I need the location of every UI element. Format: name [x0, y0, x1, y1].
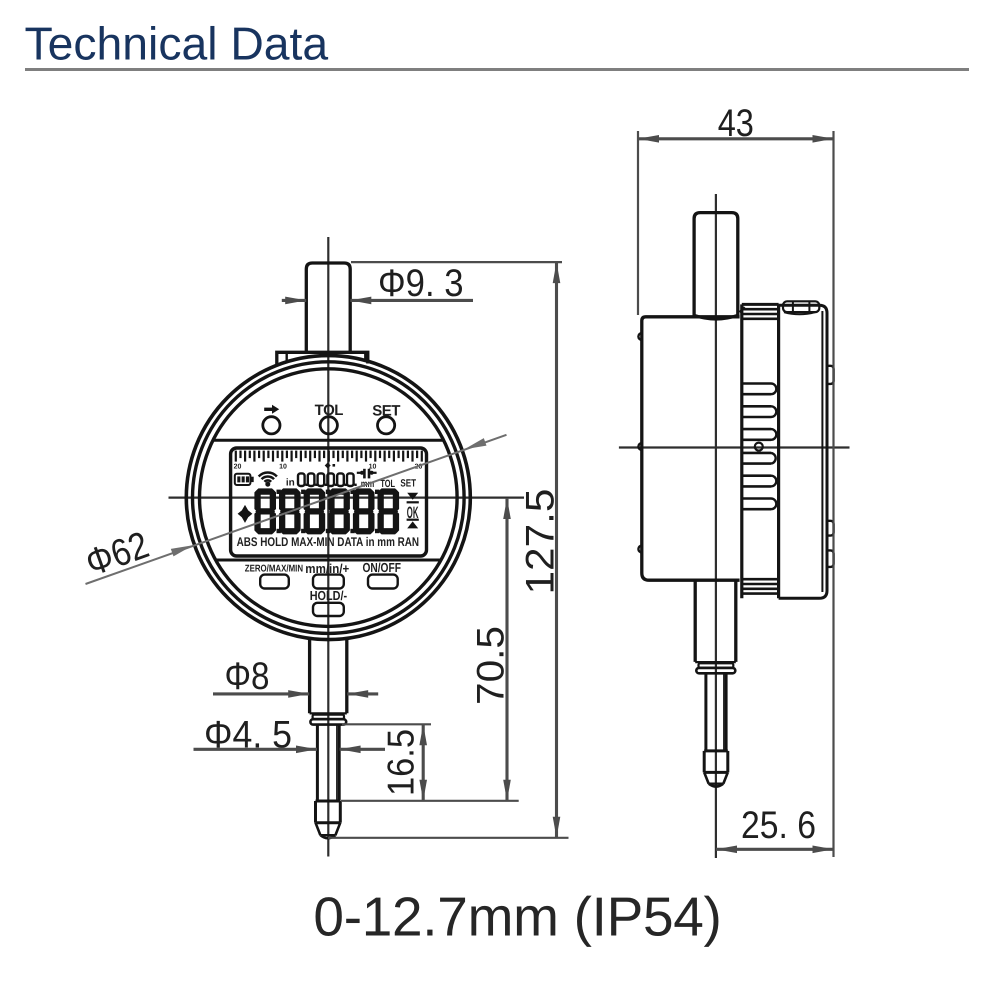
svg-text:OK: OK — [407, 504, 419, 522]
svg-text:127.5: 127.5 — [519, 489, 563, 595]
svg-text:Φ4. 5: Φ4. 5 — [204, 714, 292, 757]
svg-text:70.5: 70.5 — [470, 626, 513, 705]
svg-text:10: 10 — [369, 464, 377, 471]
svg-text:ZERO/MAX/MIN: ZERO/MAX/MIN — [245, 564, 303, 575]
svg-text:ABS HOLD MAX-MIN DATA in mm RA: ABS HOLD MAX-MIN DATA in mm RAN — [237, 535, 420, 549]
svg-text:mm/in/+: mm/in/+ — [305, 561, 349, 576]
svg-text:Technical Data: Technical Data — [25, 18, 329, 70]
svg-text:SET: SET — [400, 478, 416, 490]
svg-text:25. 6: 25. 6 — [741, 804, 816, 847]
svg-text:TOL: TOL — [315, 402, 344, 419]
svg-text:16.5: 16.5 — [380, 729, 422, 796]
svg-text:in: in — [286, 478, 295, 489]
svg-text:Φ9. 3: Φ9. 3 — [378, 262, 464, 305]
svg-text:10: 10 — [279, 464, 287, 471]
svg-text:20: 20 — [234, 464, 242, 471]
svg-text:HOLD/-: HOLD/- — [310, 588, 347, 603]
svg-text:SET: SET — [372, 403, 400, 420]
svg-text:43: 43 — [718, 102, 754, 145]
svg-text:TOL: TOL — [380, 478, 395, 490]
svg-text:ON/OFF: ON/OFF — [362, 560, 401, 575]
svg-text:0-12.7mm (IP54): 0-12.7mm (IP54) — [313, 886, 721, 948]
svg-text:Φ8: Φ8 — [225, 655, 270, 698]
